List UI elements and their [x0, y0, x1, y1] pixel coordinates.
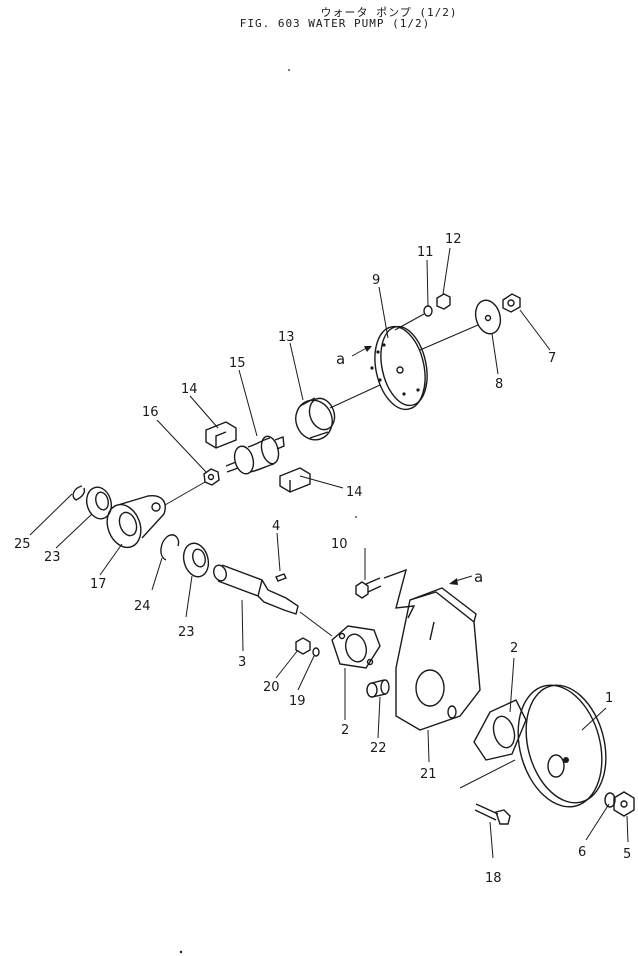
- leader-lines: [29, 247, 629, 859]
- callout-1: 1: [605, 691, 613, 706]
- callout-17: 17: [90, 577, 107, 592]
- part-flange-bearing-2-left: [331, 625, 381, 669]
- part-nut-5: [613, 791, 635, 817]
- scan-speck: [288, 69, 290, 71]
- callout-25: 25: [14, 537, 31, 552]
- part-spacer-22: [366, 679, 390, 698]
- callout-18: 18: [485, 871, 502, 886]
- callout-14-upper: 14: [181, 382, 198, 397]
- callout-2-left: 2: [341, 723, 349, 738]
- part-pulley-1: [517, 684, 607, 808]
- callout-5: 5: [623, 847, 631, 862]
- callout-16: 16: [142, 405, 159, 420]
- part-nut-12: [436, 293, 451, 310]
- part-large-washer: [474, 299, 502, 335]
- part-bracket-14-upper: [205, 421, 237, 449]
- part-bolt-10: [355, 577, 382, 599]
- callout-10: 10: [331, 537, 348, 552]
- callout-2-right: 2: [510, 641, 518, 656]
- reference-a-upper: a: [336, 350, 345, 368]
- part-bracket-plate-21: [383, 568, 481, 731]
- callout-14-lower: 14: [346, 485, 363, 500]
- callout-23-right: 23: [178, 625, 195, 640]
- callout-6: 6: [578, 845, 586, 860]
- part-bolt-18: [474, 803, 511, 825]
- callout-20: 20: [263, 680, 280, 695]
- callout-24: 24: [134, 599, 151, 614]
- figure-title: FIG. 603 WATER PUMP (1/2): [239, 17, 431, 30]
- part-snap-ring-24: [160, 534, 180, 561]
- part-back-plate: [370, 325, 428, 411]
- callout-15: 15: [229, 356, 246, 371]
- callout-23-left: 23: [44, 550, 61, 565]
- callout-3: 3: [238, 655, 246, 670]
- callout-12: 12: [445, 232, 462, 247]
- axis-lines: [164, 313, 516, 789]
- callout-7: 7: [548, 351, 556, 366]
- reference-a-lower: a: [474, 568, 483, 586]
- callout-19: 19: [289, 694, 306, 709]
- part-snap-ring-25: [72, 485, 86, 501]
- part-bearing-23-right: [182, 542, 210, 578]
- callout-21: 21: [420, 767, 437, 782]
- part-nut-20: [295, 637, 311, 655]
- scan-speck: [179, 950, 183, 954]
- part-shaft-3: [213, 564, 299, 615]
- figure-title-japanese: ウォータ ポンプ (1/2): [320, 6, 458, 19]
- part-key-4: [275, 573, 287, 582]
- callout-8: 8: [495, 377, 503, 392]
- scan-speck: [355, 516, 357, 518]
- part-housing-17: [106, 495, 166, 549]
- part-bearing-23-left: [85, 486, 113, 520]
- callout-11: 11: [417, 245, 434, 260]
- part-nut-7: [502, 293, 521, 313]
- part-lock-washer-11: [423, 305, 433, 317]
- callout-9: 9: [372, 273, 380, 288]
- part-cup-13: [295, 397, 336, 441]
- part-washer-6: [604, 792, 616, 808]
- part-bracket-14-lower: [279, 467, 311, 493]
- part-washer-19: [312, 647, 320, 657]
- part-vibration-mount-15: [225, 435, 285, 475]
- callout-22: 22: [370, 741, 387, 756]
- callout-4: 4: [272, 519, 280, 534]
- part-nut-16: [203, 468, 220, 486]
- callout-13: 13: [278, 330, 295, 345]
- part-flange-bearing-2-right: [473, 699, 527, 761]
